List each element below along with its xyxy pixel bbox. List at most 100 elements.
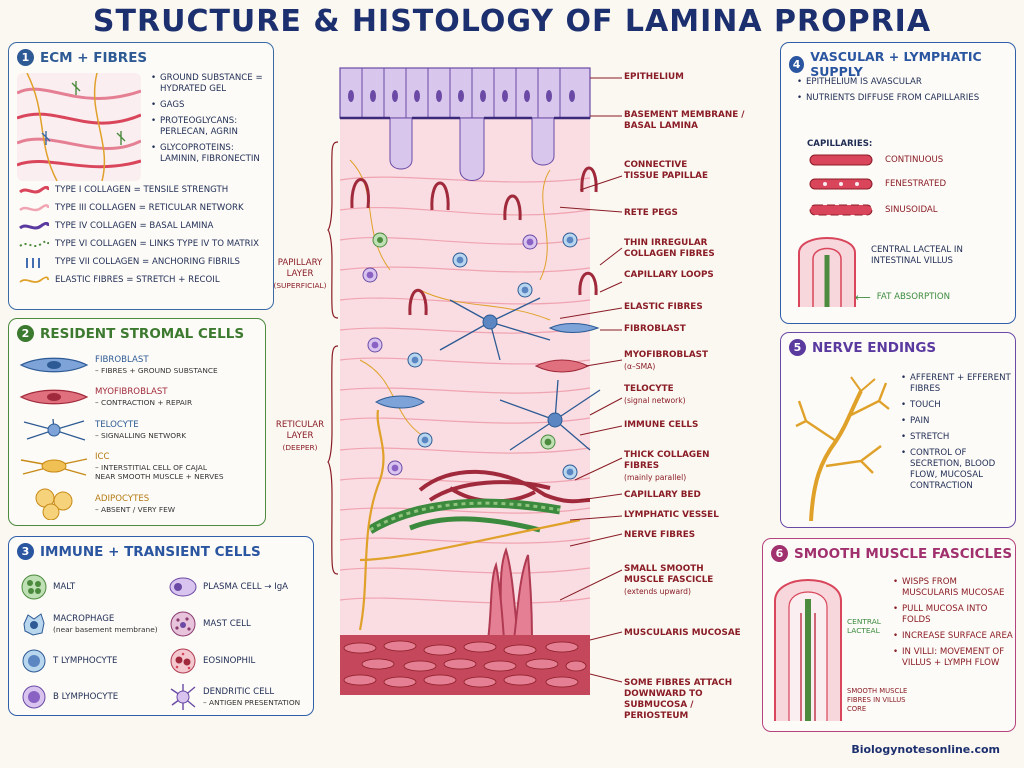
capillary-row: CONTINUOUS: [809, 153, 943, 167]
papillary-layer-name: PAPILLARY LAYER: [277, 258, 323, 279]
immune-row: EOSINOPHIL: [169, 643, 313, 679]
ecm-bullet: PROTEOGLYCANS: PERLECAN, AGRIN: [151, 116, 269, 138]
fibroblast-icon: [19, 357, 89, 373]
immune-name: MAST CELL: [203, 618, 251, 629]
immune-name: DENDRITIC CELL: [203, 687, 275, 697]
type-iii-collagen-icon: [19, 203, 49, 211]
smooth-muscle-fascicle: [486, 546, 534, 641]
page-title: STRUCTURE & HISTOLOGY OF LAMINA PROPRIA: [92, 4, 932, 39]
immune-row: PLASMA CELL → IgA: [169, 569, 313, 605]
label-thick-collagen: THICK COLLAGEN FIBRES (mainly parallel): [624, 450, 744, 483]
ecm-bullet: GAGS: [151, 100, 269, 111]
fibre-label: TYPE IV COLLAGEN = BASAL LAMINA: [55, 221, 214, 231]
panel-vascular-supply: 4 VASCULAR + LYMPHATIC SUPPLY EPITHELIUM…: [780, 42, 1016, 324]
immune-name: EOSINOPHIL: [203, 655, 256, 666]
label-capillary-bed: CAPILLARY BED: [624, 490, 701, 500]
label-fascicle-sub: (extends upward): [624, 587, 691, 596]
telocyte-icon: [23, 418, 86, 441]
fibroblast-cell: [374, 395, 425, 409]
label-connective-tissue-papillae: CONNECTIVE TISSUE PAPILLAE: [624, 160, 708, 181]
t-lymphocyte-icon: [22, 649, 46, 673]
label-epithelium: EPITHELIUM: [624, 72, 684, 82]
immune-cells: [362, 232, 578, 480]
fibre-legend: TYPE I COLLAGEN = TENSILE STRENGTH TYPE …: [19, 185, 269, 293]
panel-header: 4 VASCULAR + LYMPHATIC SUPPLY: [789, 49, 1015, 79]
capillary-label: SINUSOIDAL: [885, 204, 938, 215]
label-basement-membrane: BASEMENT MEMBRANE / BASAL LAMINA: [624, 110, 745, 131]
fat-absorption-label: FAT ABSORPTION: [876, 292, 951, 302]
immune-name: MALT: [53, 581, 76, 592]
papillary-layer-sub: (SUPERFICIAL): [273, 281, 327, 290]
cell-name: TELOCYTE: [95, 420, 139, 430]
panel-number: 3: [17, 543, 34, 560]
stromal-row: ADIPOCYTES– ABSENT / VERY FEW: [19, 485, 263, 523]
arrow-right-icon: ⟵: [855, 291, 871, 304]
immune-name: B LYMPHOCYTE: [53, 691, 119, 702]
stromal-list: FIBROBLAST– FIBRES + GROUND SUBSTANCE MY…: [19, 349, 263, 523]
panel-number: 4: [789, 55, 805, 73]
panel-header: 6 SMOOTH MUSCLE FASCICLES: [771, 545, 1012, 562]
panel-stromal-cells: 2 RESIDENT STROMAL CELLS FIBROBLAST– FIB…: [8, 318, 266, 526]
fibre-label: TYPE I COLLAGEN = TENSILE STRENGTH: [55, 185, 229, 195]
label-fibroblast: FIBROBLAST: [624, 324, 686, 334]
muscle-bullet: IN VILLI: MOVEMENT OF VILLUS + LYMPH FLO…: [893, 647, 1013, 669]
panel-number: 5: [789, 339, 806, 356]
immune-sub: – ANTIGEN PRESENTATION: [203, 698, 301, 707]
immune-row: MALT: [21, 569, 161, 605]
panel-smooth-muscle: 6 SMOOTH MUSCLE FASCICLES CENTRAL LACTEA…: [762, 538, 1016, 732]
immune-name: T LYMPHOCYTE: [53, 655, 118, 666]
elastic-fibre-icon: [19, 275, 49, 283]
smooth-muscle-bullets: WISPS FROM MUSCULARIS MUCOSAE PULL MUCOS…: [893, 577, 1013, 674]
fibre-label: TYPE VII COLLAGEN = ANCHORING FIBRILS: [55, 257, 240, 267]
cell-desc: – FIBRES + GROUND SUBSTANCE: [95, 366, 218, 375]
label-rete-pegs: RETE PEGS: [624, 208, 678, 218]
fibroblast-cell: [548, 323, 600, 333]
icc-icon: [20, 458, 88, 476]
stromal-row: MYOFIBROBLAST– CONTRACTION + REPAIR: [19, 381, 263, 413]
cell-name: MYOFIBROBLAST: [95, 387, 168, 397]
myofibroblast-icon: [19, 389, 89, 405]
site-credit: Biologynotesonline.com: [851, 743, 1000, 756]
capillaries-heading: CAPILLARIES:: [807, 139, 873, 149]
cell-name: FIBROBLAST: [95, 355, 149, 365]
fibre-row: TYPE VII COLLAGEN = ANCHORING FIBRILS: [19, 257, 269, 268]
cell-name: ICC: [95, 451, 110, 462]
label-thick-collagen-sub: (mainly parallel): [624, 473, 687, 482]
panel-immune-cells: 3 IMMUNE + TRANSIENT CELLS MALT MACROPHA…: [8, 536, 314, 716]
reticular-layer-name: RETICULAR LAYER: [275, 420, 325, 441]
panel-header: 1 ECM + FIBRES: [17, 49, 147, 66]
panel-number: 6: [771, 545, 788, 562]
fibre-row: ELASTIC FIBRES = STRETCH + RECOIL: [19, 275, 269, 286]
nerve-ending-illustration: [795, 376, 890, 521]
immune-row: T LYMPHOCYTE: [21, 643, 161, 679]
telocyte-cell: [482, 314, 498, 330]
lacteal-label: CENTRAL LACTEAL IN INTESTINAL VILLUS: [871, 245, 963, 266]
cell-desc: – ABSENT / VERY FEW: [95, 505, 176, 514]
capillary-label: CONTINUOUS: [885, 154, 944, 165]
immune-row: MACROPHAGE(near basement membrane): [21, 605, 161, 643]
villus-smooth-muscle-illustration: [774, 579, 842, 721]
muscularis-mucosae: [340, 635, 590, 695]
nerve-bullet: AFFERENT + EFFERENT FIBRES: [901, 373, 1011, 395]
label-myofibroblast: MYOFIBROBLAST (α–SMA): [624, 350, 708, 372]
panel-title: RESIDENT STROMAL CELLS: [40, 325, 245, 342]
b-lymphocyte-icon: [22, 685, 46, 709]
label-telocyte: TELOCYTE (signal network): [624, 384, 686, 406]
label-smooth-muscle-fascicle: SMALL SMOOTH MUSCLE FASCICLE (extends up…: [624, 564, 734, 597]
type-vi-collagen-icon: [19, 239, 49, 247]
eosinophil-icon: [170, 648, 196, 674]
label-immune-cells: IMMUNE CELLS: [624, 420, 699, 430]
sinusoidal-capillary-icon: [809, 204, 873, 216]
ecm-illustration: [17, 73, 141, 181]
nerve-bullet: CONTROL OF SECRETION, BLOOD FLOW, MUCOSA…: [901, 448, 1011, 492]
villus-lacteal-icon: [798, 237, 856, 307]
immune-sub: (near basement membrane): [53, 625, 158, 634]
cell-name: ADIPOCYTES: [95, 494, 150, 504]
mast-cell-icon: [170, 611, 196, 637]
capillary-row: FENESTRATED: [809, 177, 946, 191]
central-lacteal-label: CENTRAL LACTEAL: [847, 617, 881, 635]
cell-desc: – CONTRACTION + REPAIR: [95, 398, 193, 407]
immune-row: DENDRITIC CELL– ANTIGEN PRESENTATION: [169, 679, 313, 715]
capillary-row: SINUSOIDAL: [809, 203, 938, 217]
